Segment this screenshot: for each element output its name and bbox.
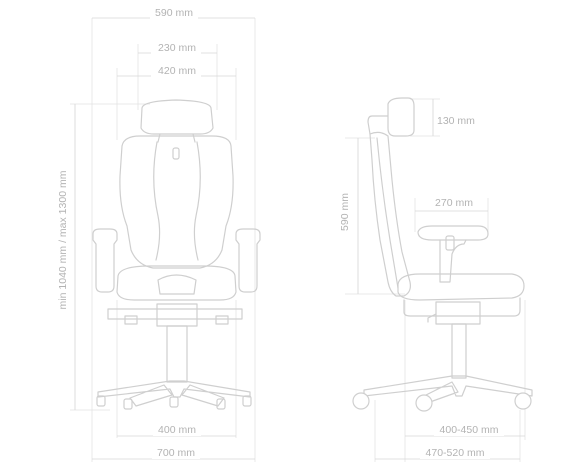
front-extension-lines	[70, 18, 256, 462]
side-labels: 130 mm 590 mm 270 mm 400-450 mm 470-520 …	[339, 113, 504, 459]
armrest-length-label: 270 mm	[435, 197, 473, 209]
side-seat-frame	[403, 297, 521, 317]
side-view: 130 mm 590 mm 270 mm 400-450 mm 470-520 …	[339, 97, 533, 462]
base-width-label: 700 mm	[157, 447, 195, 459]
front-armrest-right	[235, 228, 261, 293]
side-casters	[352, 392, 532, 412]
base-depth-label: 470-520 mm	[426, 447, 485, 459]
side-armrest-pad	[417, 225, 489, 241]
front-headrest-support	[157, 133, 196, 143]
side-mechanism	[435, 301, 481, 325]
front-backrest-logo	[172, 147, 180, 160]
overall-width-label: 590 mm	[155, 7, 193, 19]
front-labels: 590 mm 230 mm 420 mm min 1040 mm / max 1…	[57, 6, 201, 459]
side-tilt-lever	[427, 313, 437, 323]
front-casters	[96, 395, 252, 410]
front-bracket-right	[215, 315, 229, 325]
side-seat-cushion	[397, 273, 525, 301]
height-range-label: min 1040 mm / max 1300 mm	[57, 170, 69, 309]
front-headrest	[140, 99, 214, 135]
front-bracket-left	[124, 315, 138, 325]
shoulder-width-label: 420 mm	[158, 65, 196, 77]
side-headrest-arm	[367, 115, 389, 135]
front-backrest-seam-right	[193, 141, 201, 261]
front-seat-center	[157, 274, 197, 295]
front-seat-frame	[107, 308, 243, 320]
front-backrest-seam-left	[153, 141, 161, 261]
side-extension-lines	[345, 98, 526, 462]
headrest-width-label: 230 mm	[158, 42, 196, 54]
side-dimension-lines	[357, 99, 525, 460]
side-armrest-post	[439, 239, 467, 283]
headrest-height-label: 130 mm	[437, 115, 475, 127]
front-armrest-left	[92, 228, 118, 293]
side-base	[363, 375, 533, 403]
side-armrest-button	[445, 235, 455, 251]
side-headrest	[387, 97, 415, 137]
front-mechanism	[156, 303, 198, 327]
seat-width-label: 400 mm	[158, 424, 196, 436]
backrest-height-label: 590 mm	[339, 193, 351, 231]
front-dimension-lines	[74, 17, 255, 460]
side-backrest	[369, 131, 411, 297]
side-gas-lift	[451, 323, 467, 379]
seat-depth-label: 400-450 mm	[440, 424, 499, 436]
front-gas-lift	[166, 325, 188, 383]
front-backrest	[119, 135, 234, 269]
side-backrest-inner	[376, 137, 399, 289]
front-base	[97, 380, 251, 407]
front-view: 590 mm 230 mm 420 mm min 1040 mm / max 1…	[57, 6, 261, 462]
front-seat-cushion	[116, 265, 237, 301]
